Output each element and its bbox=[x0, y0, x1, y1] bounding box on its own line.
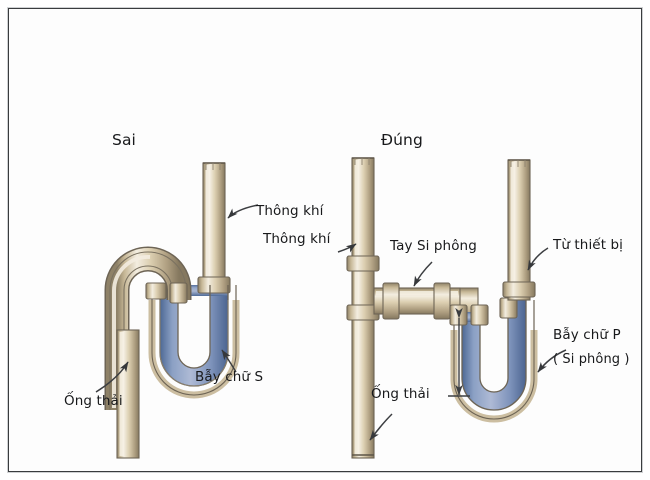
s-trap-assembly bbox=[104, 162, 240, 459]
p-trap-collar-mid bbox=[470, 304, 489, 326]
label-p-trap-alt: ( Si phông ) bbox=[553, 352, 630, 367]
p-trap-collar-right bbox=[499, 297, 518, 319]
s-trap-right-collar bbox=[169, 282, 188, 304]
heading-wrong: Sai bbox=[112, 131, 136, 149]
leader-waste-left bbox=[95, 361, 129, 393]
leader-vent-right bbox=[337, 243, 357, 253]
s-trap-left-collar bbox=[145, 282, 167, 300]
leader-p-trap bbox=[537, 349, 567, 373]
p-trap-assembly bbox=[346, 157, 538, 459]
leader-trap-arm bbox=[413, 261, 433, 287]
leader-vent-left bbox=[227, 204, 259, 219]
trap-arm-collar-left bbox=[382, 282, 400, 320]
stack-collar-upper bbox=[346, 255, 380, 272]
label-waste-pipe-left: Ống thải bbox=[64, 393, 123, 409]
label-s-trap: Bẫy chữ S bbox=[195, 369, 264, 385]
s-trap-vent-collar bbox=[197, 276, 231, 294]
label-waste-pipe-right: Ống thải bbox=[371, 386, 430, 402]
trap-arm-collar-right bbox=[433, 282, 451, 320]
leader-waste-right bbox=[369, 413, 393, 441]
fixture-riser-collar bbox=[502, 281, 536, 298]
heading-right: Đúng bbox=[381, 131, 423, 149]
label-vent-1: Thông khí bbox=[256, 203, 324, 219]
leader-s-trap bbox=[221, 349, 237, 373]
label-vent-2: Thông khí bbox=[263, 231, 331, 247]
label-p-trap: Bẫy chữ P bbox=[553, 327, 621, 343]
leader-from-fixture bbox=[527, 247, 549, 271]
trap-seal-dimension bbox=[448, 307, 470, 397]
label-trap-arm: Tay Si phông bbox=[390, 238, 477, 254]
label-from-fixture: Từ thiết bị bbox=[553, 237, 624, 253]
